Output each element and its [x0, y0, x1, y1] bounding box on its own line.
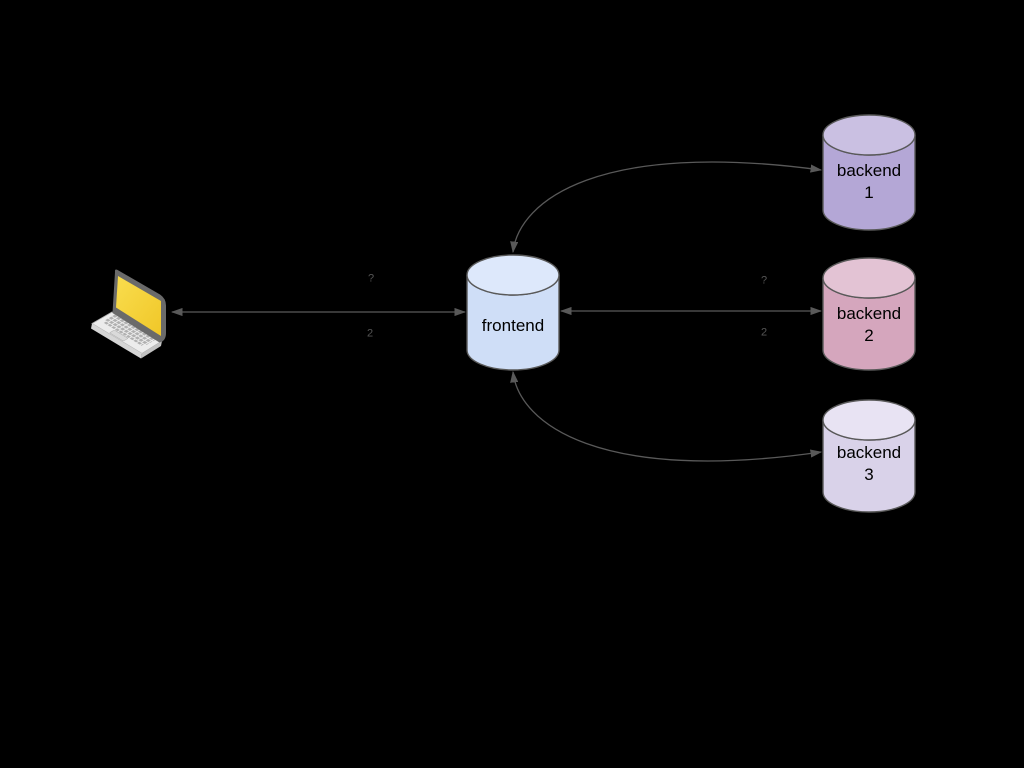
- frontend-cylinder-top: [466, 254, 560, 296]
- laptop-base-side: [141, 341, 162, 359]
- backend1-cylinder-top: [822, 114, 916, 156]
- backend3-cylinder-top: [822, 399, 916, 441]
- frontend-backend1-connector: [510, 161, 823, 254]
- laptop-icon: [91, 269, 166, 359]
- laptop-base-front: [91, 323, 142, 359]
- laptop-trackpad: [109, 330, 128, 342]
- backend3-node: [822, 399, 916, 513]
- frontend-node: [466, 254, 560, 371]
- backend2-cylinder-top: [822, 257, 916, 299]
- backend2-node: [822, 257, 916, 371]
- laptop-keyboard: [103, 314, 156, 346]
- backend1-node: [822, 114, 916, 231]
- laptop-screen: [116, 276, 161, 336]
- frontend-backend3-connector: [510, 370, 823, 462]
